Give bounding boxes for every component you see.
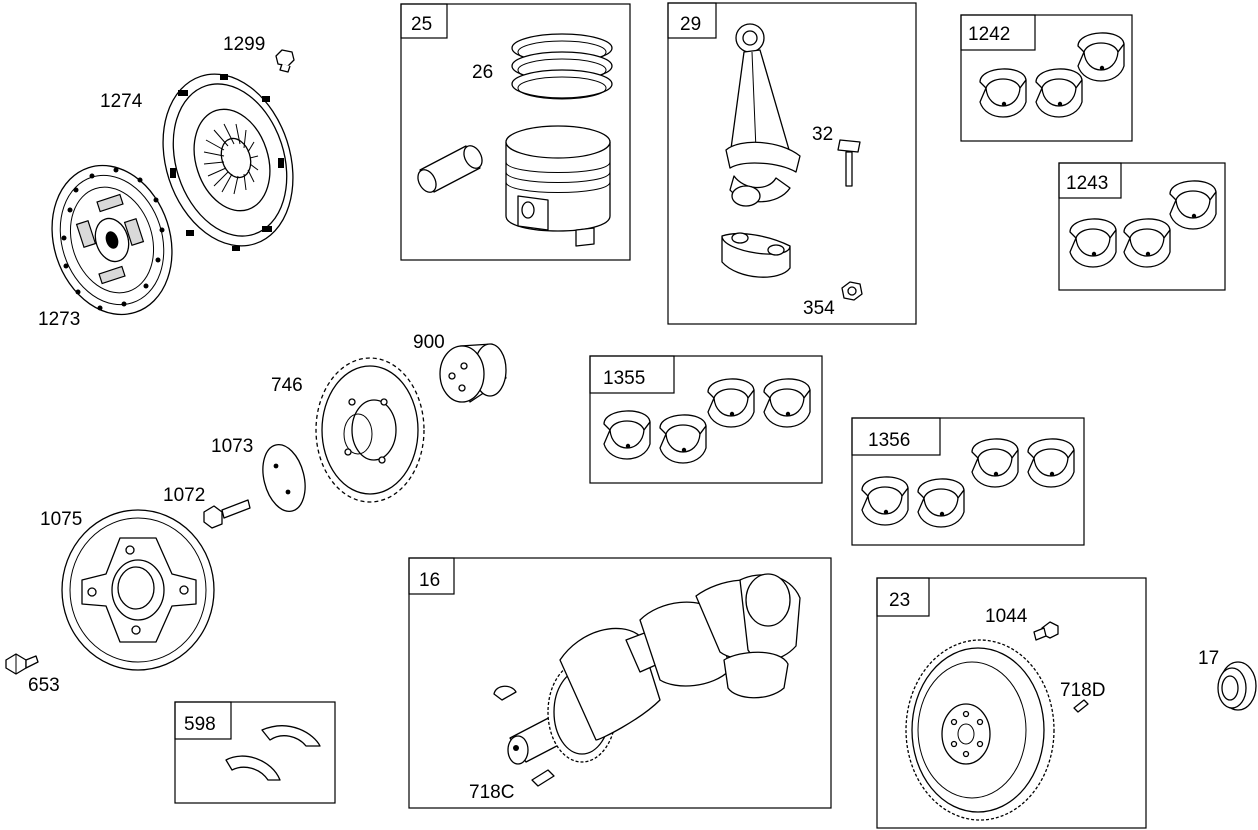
- label-1073: 1073: [211, 436, 253, 457]
- pulley-hub-drawing: [61, 509, 215, 671]
- label-718D: 718D: [1060, 680, 1105, 701]
- label-16: 16: [419, 570, 440, 591]
- part-900[interactable]: 900: [413, 332, 507, 403]
- part-1072[interactable]: 1072: [163, 485, 251, 529]
- label-900: 900: [413, 332, 445, 353]
- box-23[interactable]: 23 1044 718D: [876, 577, 1147, 829]
- flywheel-drawing: [905, 639, 1055, 821]
- label-1355: 1355: [603, 368, 645, 389]
- dowel-718D-drawing: [1073, 699, 1089, 713]
- bolt-653-drawing: [5, 653, 39, 675]
- label-25: 25: [411, 14, 432, 35]
- pressure-plate-drawing: [162, 73, 294, 251]
- box-1243[interactable]: 1243: [1058, 162, 1226, 291]
- box-16[interactable]: 16 718C: [408, 557, 832, 809]
- piston-rings-drawing: [511, 33, 613, 100]
- rod-nut-drawing: [841, 281, 863, 301]
- label-653: 653: [28, 675, 60, 696]
- label-1075: 1075: [40, 509, 82, 530]
- part-653[interactable]: 653: [5, 653, 60, 696]
- key-718C-drawing: [493, 685, 555, 787]
- crankshaft-drawing: [507, 573, 801, 765]
- piston-drawing: [505, 125, 611, 247]
- label-1274: 1274: [100, 91, 143, 112]
- label-32: 32: [812, 124, 833, 145]
- bushing-drawing: [439, 343, 507, 403]
- box-1242[interactable]: 1242: [960, 14, 1133, 142]
- box-1356[interactable]: 1356: [851, 417, 1085, 546]
- part-1274[interactable]: 1274: [100, 57, 314, 263]
- box-25[interactable]: 25 26: [400, 3, 631, 261]
- thrust-washers-drawing: [225, 725, 321, 781]
- label-718C: 718C: [469, 782, 514, 803]
- connecting-rod-drawing: [725, 23, 801, 207]
- bearing-set-1242-drawing: [979, 32, 1125, 118]
- label-17: 17: [1198, 648, 1219, 669]
- gear-drawing: [315, 357, 425, 503]
- label-1243: 1243: [1066, 173, 1108, 194]
- bolt-1072-drawing: [203, 499, 251, 529]
- label-746: 746: [271, 375, 303, 396]
- part-1075[interactable]: 1075: [40, 509, 215, 671]
- label-1299: 1299: [223, 34, 265, 55]
- label-29: 29: [680, 14, 701, 35]
- label-26: 26: [472, 62, 493, 83]
- label-1242: 1242: [968, 24, 1010, 45]
- box-1355[interactable]: 1355: [589, 355, 823, 484]
- label-23: 23: [889, 590, 910, 611]
- oil-seal-drawing: [1217, 661, 1257, 711]
- bearing-set-1355-drawing: [603, 378, 811, 464]
- clutch-disc-drawing: [51, 164, 173, 316]
- label-1072: 1072: [163, 485, 205, 506]
- thrust-plate-drawing: [262, 444, 306, 512]
- label-1273: 1273: [38, 309, 80, 330]
- piston-pin-drawing: [417, 145, 483, 193]
- rod-cap-drawing: [721, 232, 791, 278]
- label-1044: 1044: [985, 606, 1028, 627]
- label-598: 598: [184, 714, 216, 735]
- box-598[interactable]: 598: [174, 701, 336, 804]
- flywheel-bolt-drawing: [1033, 621, 1059, 641]
- part-1073[interactable]: 1073: [211, 436, 312, 516]
- part-746[interactable]: 746: [271, 357, 425, 503]
- part-17[interactable]: 17: [1198, 648, 1257, 711]
- part-1299[interactable]: 1299: [223, 34, 295, 73]
- box-29[interactable]: 29 32 354: [667, 2, 917, 325]
- label-354: 354: [803, 298, 835, 319]
- rod-bolt-drawing: [837, 139, 861, 187]
- bearing-set-1356-drawing: [861, 438, 1075, 528]
- part-1273[interactable]: 1273: [33, 150, 190, 330]
- label-1356: 1356: [868, 430, 910, 451]
